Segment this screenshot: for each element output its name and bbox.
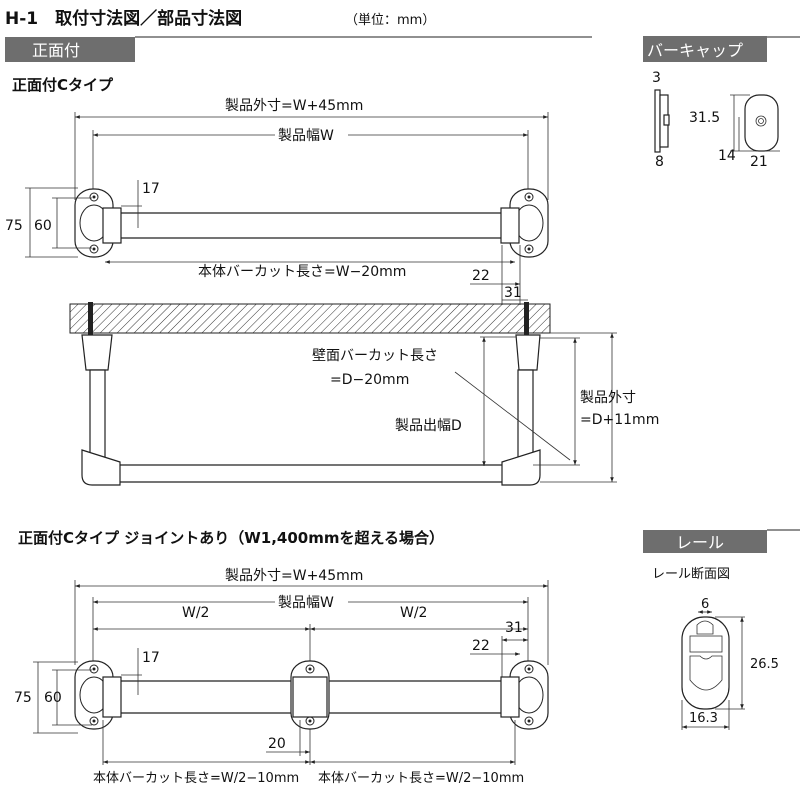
cap-dim-3: 3	[652, 70, 661, 86]
cap-dim-21: 21	[750, 154, 768, 170]
rail-section	[681, 616, 730, 710]
cap-dim-8: 8	[655, 154, 664, 170]
joint-dim-17: 17	[142, 650, 160, 666]
section-header-bar-cap	[643, 36, 767, 62]
dim-22: 22	[472, 268, 490, 284]
section-header-bar-cap-label: バーキャップ	[647, 41, 743, 60]
page-title: H-1 取付寸法図／部品寸法図	[5, 8, 242, 29]
cap-dim-14: 14	[718, 148, 736, 164]
right-bar-end	[500, 207, 520, 244]
wall-cut-label-2: =D−20mm	[330, 372, 409, 388]
joint-dim-31: 31	[505, 620, 523, 636]
dim-17: 17	[142, 181, 160, 197]
left-mount	[81, 334, 113, 371]
bar-cut-label: 本体バーカット長さ=W−20mm	[198, 264, 406, 280]
joint-dim-20: 20	[268, 736, 286, 752]
joint-outer-width-label: 製品外寸=W+45mm	[225, 568, 363, 584]
joint-half-right: W/2	[400, 605, 427, 621]
front-c-subtitle: 正面付Cタイプ	[12, 76, 114, 94]
cap-dim-31-5: 31.5	[689, 110, 720, 126]
wall-hatch	[69, 303, 551, 334]
outer-depth-label-1: 製品外寸	[580, 390, 636, 406]
cap-front	[744, 94, 779, 152]
joint-half-left: W/2	[182, 605, 209, 621]
left-bar-end	[102, 207, 122, 244]
wall-cut-label-1: 壁面バーカット長さ	[312, 348, 438, 364]
dim-31: 31	[504, 285, 522, 301]
section-header-front	[5, 37, 135, 62]
rail-dim-26-5: 26.5	[750, 657, 779, 672]
section-header-rail	[643, 530, 767, 553]
depth-label: 製品出幅D	[395, 418, 462, 434]
unit-label: （単位：mm）	[345, 12, 435, 28]
right-corner	[501, 449, 541, 486]
rail-dim-6: 6	[701, 597, 709, 612]
dim-75: 75	[5, 218, 23, 234]
joint-cut-left: 本体バーカット長さ=W/2−10mm	[93, 771, 299, 786]
joint-sleeve	[292, 676, 328, 718]
cap-side-plate	[654, 89, 661, 153]
joint-subtitle: 正面付Cタイプ ジョイントあり（W1,400mmを超える場合）	[18, 529, 444, 547]
left-corner	[81, 449, 121, 486]
joint-dim-22: 22	[472, 638, 490, 654]
section-header-front-label: 正面付	[32, 41, 80, 60]
side-bar	[89, 369, 534, 483]
outer-width-label: 製品外寸=W+45mm	[225, 98, 363, 114]
section-header-rail-label: レール	[676, 533, 724, 552]
dim-60: 60	[34, 218, 52, 234]
outer-depth-label-2: =D+11mm	[580, 412, 659, 428]
rail-caption: レール断面図	[652, 567, 730, 582]
rail-dim-16-3: 16.3	[689, 711, 718, 726]
left-screw	[88, 302, 93, 338]
right-screw	[524, 302, 529, 338]
joint-dim-75: 75	[14, 690, 32, 706]
joint-dim-60: 60	[44, 690, 62, 706]
joint-cut-right: 本体バーカット長さ=W/2−10mm	[318, 771, 524, 786]
right-mount	[515, 334, 541, 371]
width-label: 製品幅W	[278, 128, 334, 144]
joint-width-label: 製品幅W	[278, 595, 334, 611]
